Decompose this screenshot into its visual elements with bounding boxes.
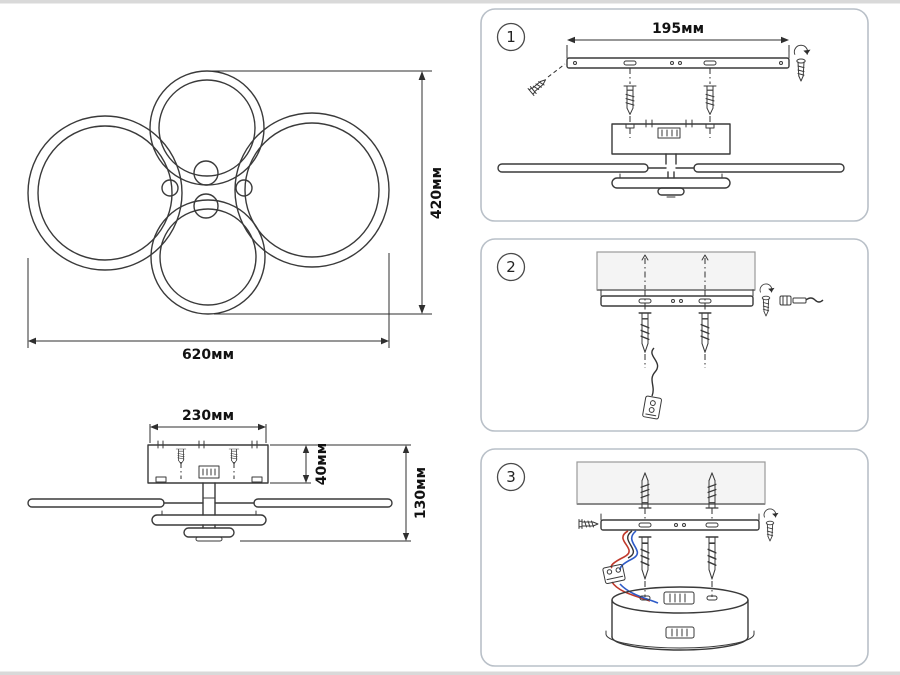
diffuser-bar [151,510,267,526]
dimension-width-620: 620мм [27,253,390,363]
ceiling-screws [638,290,712,368]
wire-connector-icon [779,295,824,306]
step-2-badge: 2 [496,252,526,282]
dimension-canopy-40: 40мм [270,443,411,485]
ring-top [149,70,265,186]
wires [602,530,659,604]
side-width-label: 230мм [182,408,234,424]
bracket-width-label: 195мм [652,21,704,37]
step-2-panel: 2 [480,238,869,432]
dimension-width-230: 230мм [149,408,267,443]
arm-right [214,498,393,508]
ring-right [234,112,390,268]
step-2-number: 2 [506,258,516,276]
page-edge-bottom [0,671,900,675]
stem [202,482,216,516]
canopy-box [147,440,269,484]
front-view: 420мм 620мм [27,70,445,363]
step-1-border [480,8,869,222]
height-label: 420мм [429,167,445,219]
terminal-block [642,395,662,420]
mounting-bracket [600,289,754,307]
canopy-height-label: 40мм [314,443,330,485]
fixture-assembly [497,119,845,198]
step-1-badge: 1 [496,22,526,52]
ring-bottom [150,199,266,315]
step-3-panel: 3 [480,448,869,667]
hanging-wire [642,347,662,420]
total-height-label: 130мм [413,467,429,519]
ceiling-slab [576,461,766,509]
fixture-base-drum [605,586,755,651]
width-label: 620мм [182,347,234,363]
mounting-screws [623,68,717,124]
fixing-screws [638,536,719,597]
side-screw-icon [527,63,566,96]
dimension-total-130: 130мм [240,445,429,542]
ring-left [27,115,183,271]
arm-left [27,498,204,508]
step-1-number: 1 [506,28,516,46]
terminal-block [602,563,626,585]
step-3-number: 3 [506,468,516,486]
page-edge-top [0,0,900,4]
bracket-dimension-195: 195мм [566,21,790,57]
bottom-disc [183,524,235,542]
step-1-panel: 1 195мм [480,8,869,222]
dimension-height-420: 420мм [212,70,445,315]
mounting-bracket [600,508,760,531]
step-3-badge: 3 [496,462,526,492]
center-hub-circles [161,160,253,219]
mounting-bracket [566,51,790,69]
ceiling-slab [596,251,756,291]
side-view: 230мм 40мм 130мм [27,408,429,542]
